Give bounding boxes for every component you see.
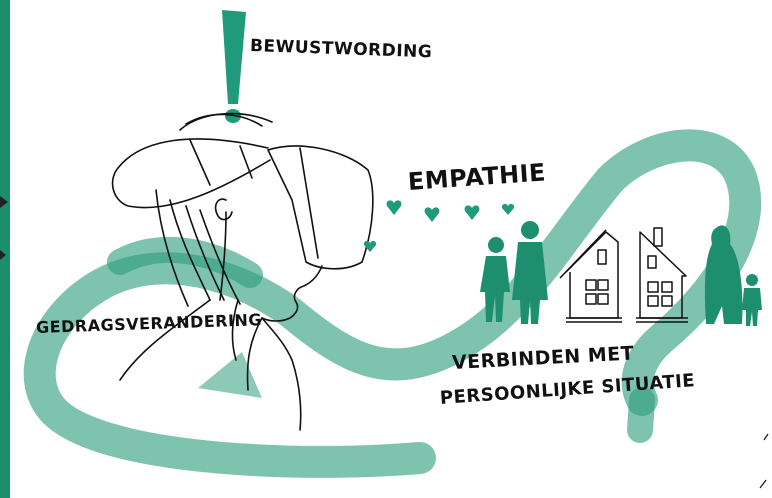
- heart-icon: [387, 200, 402, 215]
- heart-icon: [502, 204, 514, 215]
- loop-arrow-head-icon: [198, 352, 262, 398]
- edge-mark-2: [760, 480, 766, 488]
- edge-mark: [764, 434, 768, 440]
- heart-icon: [465, 205, 480, 220]
- heart-icon: [425, 207, 440, 222]
- left-edge-bar: [0, 0, 10, 498]
- exclamation-mark-icon: [222, 10, 246, 104]
